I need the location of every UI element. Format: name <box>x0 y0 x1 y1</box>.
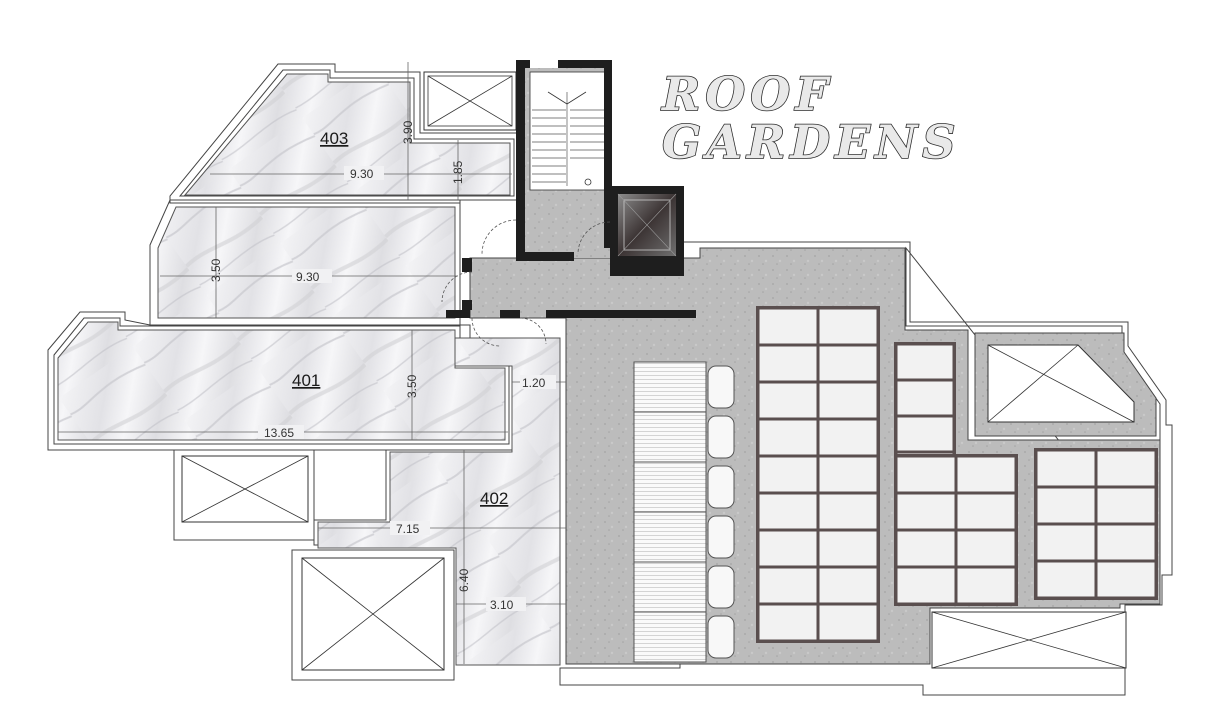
dim-403-width: 9.30 <box>350 167 374 181</box>
panel-cell <box>819 494 877 529</box>
panel-cell <box>897 381 953 415</box>
panel-cell <box>819 605 877 640</box>
panel-cell <box>819 568 877 603</box>
ac-unit-box <box>931 611 1127 669</box>
unit-402-area <box>317 337 561 666</box>
panel-cell <box>759 568 817 603</box>
panel-cell <box>759 605 817 640</box>
panel-cell <box>1037 562 1095 597</box>
stairwell <box>516 60 612 261</box>
title-line-1: ROOF <box>660 67 833 121</box>
panel-cell <box>957 531 1015 566</box>
dim-404-width: 9.30 <box>296 270 320 284</box>
ac-unit-box <box>301 557 445 671</box>
panel-cell <box>759 383 817 418</box>
panel-cell <box>819 457 877 492</box>
panel-cell <box>897 531 955 566</box>
panel-cell <box>1097 562 1155 597</box>
panel-cell <box>759 457 817 492</box>
panel-cell <box>759 531 817 566</box>
dim-401-width: 13.65 <box>264 426 294 440</box>
panel-cell <box>897 494 955 529</box>
panel-cell <box>819 531 877 566</box>
panel-cell <box>957 494 1015 529</box>
panel-cell <box>1097 451 1155 486</box>
dim-403-depth: 3.90 <box>401 120 415 144</box>
dim-gap: 1.20 <box>522 376 546 390</box>
unit-403-area <box>183 71 517 196</box>
unit-401-area <box>57 321 506 441</box>
solar-panel-grid <box>756 306 1158 643</box>
dim-402-depth: 6.40 <box>457 568 471 592</box>
panel-cell <box>957 568 1015 603</box>
panel-cell <box>819 309 877 344</box>
plan-title: ROOF GARDENS <box>659 66 960 170</box>
lift-shaft <box>610 186 684 276</box>
dimension-labels: 9.30 3.90 1.85 9.30 3.50 13.65 3.50 1.20… <box>209 120 556 612</box>
dim-401-depth: 3.50 <box>405 374 419 398</box>
panel-cell <box>759 309 817 344</box>
dim-402-small: 3.10 <box>490 598 514 612</box>
title-line-2: GARDENS <box>662 115 960 169</box>
panel-cell <box>1037 451 1095 486</box>
panel-cell <box>1097 525 1155 560</box>
dim-403-small: 1.85 <box>451 160 465 184</box>
panel-cell <box>897 457 955 492</box>
panel-cell <box>819 346 877 381</box>
panel-cell <box>819 420 877 455</box>
sun-lounger-row <box>633 361 735 663</box>
panel-cell <box>819 383 877 418</box>
ac-unit-box <box>181 455 309 523</box>
panel-cell <box>957 457 1015 492</box>
dim-404-depth: 3.50 <box>209 258 223 282</box>
unit-label-402: 402 <box>480 489 508 508</box>
panel-cell <box>759 420 817 455</box>
unit-404-area <box>157 206 456 319</box>
corridor-walls <box>446 258 696 318</box>
unit-labels: 403 401 402 <box>292 129 508 508</box>
panel-cell <box>897 345 953 379</box>
panel-cell <box>897 417 953 451</box>
panel-cell <box>759 346 817 381</box>
unit-label-401: 401 <box>292 371 320 390</box>
panel-cell <box>897 568 955 603</box>
panel-cell <box>1037 525 1095 560</box>
door-swings <box>441 219 611 347</box>
dim-402-width: 7.15 <box>396 522 420 536</box>
panel-cell <box>1097 488 1155 523</box>
panel-cell <box>759 494 817 529</box>
panel-cell <box>1037 488 1095 523</box>
unit-label-403: 403 <box>320 129 348 148</box>
panel-frame <box>1034 598 1098 600</box>
